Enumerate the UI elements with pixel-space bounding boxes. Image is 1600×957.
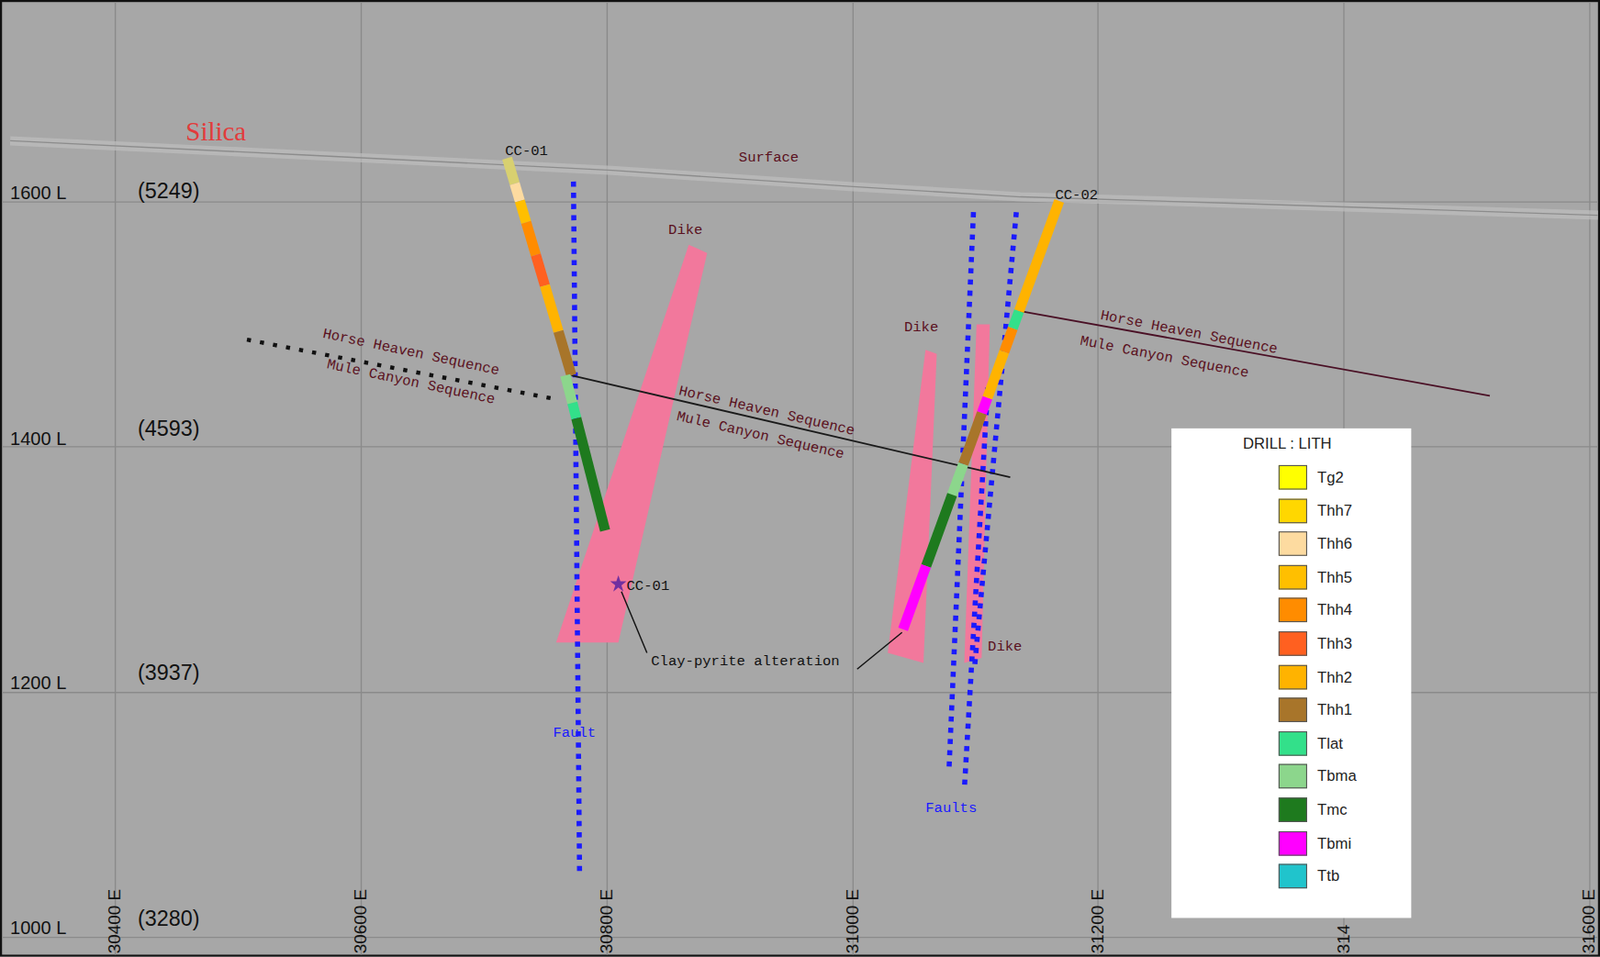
- drill-interval: [545, 285, 560, 332]
- legend-swatch: [1278, 797, 1308, 823]
- legend-swatch: [1278, 664, 1308, 690]
- drillhole-name: CC-01: [504, 144, 549, 160]
- drill-interval: [576, 418, 605, 531]
- level-label: 1400 L: [10, 429, 67, 450]
- drill-interval: [572, 402, 577, 419]
- drill-interval: [987, 352, 1005, 399]
- legend-text: Ttb: [1317, 867, 1340, 885]
- drill-interval: [519, 201, 526, 223]
- leader-line: [621, 592, 648, 654]
- legend-text: Thh2: [1317, 668, 1353, 686]
- drill-traces: [506, 157, 1059, 630]
- grid-line: [1, 201, 1599, 202]
- grid-line: [1, 937, 1599, 939]
- legend-swatch: [1278, 531, 1308, 557]
- dike-label: Dike: [668, 222, 703, 238]
- grid-line: [1588, 1, 1590, 955]
- grid-line: [1096, 1, 1098, 955]
- legend-text: Tmc: [1317, 801, 1347, 819]
- easting-label: 314: [1334, 925, 1354, 955]
- legend-text: Tbma: [1317, 767, 1357, 785]
- surface-band: [10, 140, 1599, 215]
- legend-swatch: [1278, 831, 1308, 857]
- legend-swatch: [1278, 698, 1308, 724]
- drill-interval: [903, 566, 927, 630]
- drill-interval: [506, 157, 515, 184]
- easting-label: 31600 E: [1580, 889, 1600, 954]
- grid-line: [360, 1, 362, 955]
- surface-line: [10, 140, 1599, 215]
- legend-text: Thh4: [1317, 601, 1353, 619]
- drill-interval: [951, 464, 963, 495]
- legend-text: Thh1: [1317, 701, 1353, 719]
- grid-line: [606, 1, 608, 955]
- easting-label: 30800 E: [597, 889, 617, 954]
- legend-swatch: [1278, 565, 1308, 591]
- map-note: Silica: [185, 118, 247, 148]
- legend-text: Tlat: [1317, 734, 1343, 752]
- drill-interval: [525, 222, 537, 256]
- elevation-feet: (5249): [137, 179, 200, 203]
- legend-swatch: [1278, 598, 1308, 624]
- drill-interval: [514, 183, 521, 202]
- easting-label: 31200 E: [1088, 889, 1108, 954]
- legend-text: Tg2: [1317, 468, 1344, 486]
- level-label: 1200 L: [10, 674, 67, 695]
- legend-swatch: [1278, 465, 1308, 491]
- legend-swatch: [1278, 764, 1308, 790]
- drill-interval: [982, 398, 988, 414]
- drill-interval: [1004, 328, 1013, 353]
- legend-text: Thh6: [1317, 535, 1353, 553]
- dikes: [556, 245, 990, 664]
- sequence-contact: [571, 375, 1011, 478]
- legend-swatch: [1278, 631, 1308, 657]
- drill-interval: [558, 331, 571, 376]
- easting-label: 30600 E: [351, 889, 371, 954]
- drill-interval: [1018, 201, 1060, 312]
- legend-swatch: [1278, 731, 1308, 757]
- legend-swatch: [1278, 498, 1308, 524]
- level-label: 1600 L: [10, 183, 67, 204]
- fault-label: Fault: [552, 725, 596, 741]
- leader-line: [857, 632, 903, 670]
- faults: [573, 181, 1017, 878]
- dike-body: [887, 349, 937, 663]
- elevation-feet: (3280): [137, 906, 200, 931]
- drill-interval: [962, 413, 982, 465]
- legend-title: DRILL : LITH: [1242, 435, 1332, 453]
- drill-interval: [536, 255, 546, 286]
- legend-box: DRILL : LITH Tg2Thh7Thh6Thh5Thh4Thh3Thh2T…: [1171, 428, 1411, 919]
- elevation-feet: (3937): [137, 660, 200, 685]
- easting-label: 31000 E: [843, 889, 863, 954]
- level-label: 1000 L: [10, 919, 67, 940]
- dike-label: Dike: [904, 320, 939, 336]
- legend-text: Thh3: [1317, 634, 1353, 652]
- grid-line: [852, 1, 854, 955]
- fault-line: [573, 181, 581, 878]
- easting-label: 30400 E: [105, 889, 125, 954]
- legend-text: Thh5: [1317, 568, 1353, 586]
- callout-label: Clay-pyrite alteration: [650, 654, 840, 671]
- fault-label: Faults: [925, 801, 977, 817]
- fault-line: [974, 212, 1018, 669]
- dike-body: [556, 245, 708, 644]
- legend-text: Thh7: [1317, 501, 1353, 519]
- fault-line: [949, 212, 974, 771]
- surface-label: Surface: [738, 149, 799, 166]
- elevation-feet: (4593): [137, 416, 200, 441]
- legend-swatch: [1278, 864, 1308, 890]
- drill-interval: [565, 375, 573, 403]
- hole-end-marker: [610, 575, 627, 593]
- drill-interval: [1012, 311, 1019, 329]
- drillhole-name: CC-01: [626, 578, 671, 594]
- dike-label: Dike: [987, 639, 1022, 656]
- legend-text: Tbmi: [1317, 834, 1352, 852]
- drillhole-name: CC-02: [1054, 188, 1098, 204]
- drill-interval: [926, 494, 952, 567]
